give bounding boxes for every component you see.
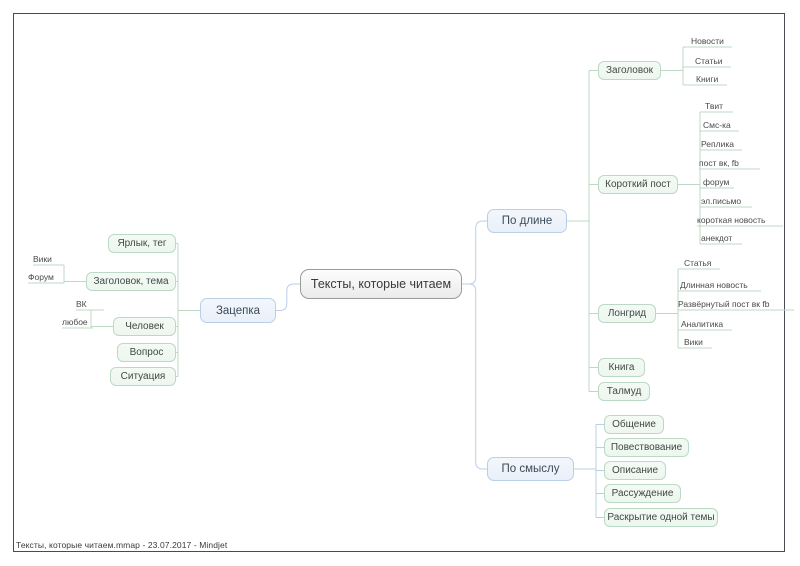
- branch-node-2[interactable]: По смыслу: [487, 457, 574, 481]
- leafnode-1-1-5[interactable]: эл.письмо: [701, 195, 752, 207]
- leafnode-1-2-2[interactable]: Развёрнутый пост вк fb: [678, 298, 794, 310]
- node-label: Заголовок: [605, 65, 654, 76]
- subnode-1-0[interactable]: Заголовок: [598, 61, 661, 80]
- node-label: Книги: [696, 74, 719, 84]
- node-label: По длине: [501, 215, 553, 227]
- node-label: Зацепка: [215, 304, 261, 317]
- leafnode-1-2-3[interactable]: Аналитика: [681, 318, 732, 330]
- subnode-1-1[interactable]: Короткий пост: [598, 175, 678, 194]
- leafnode-0-1-1[interactable]: Форум: [28, 271, 59, 283]
- node-label: эл.письмо: [701, 196, 742, 206]
- node-label: пост вк, fb: [699, 158, 739, 168]
- leafnode-1-2-4[interactable]: Вики: [684, 336, 712, 348]
- subnode-1-4[interactable]: Талмуд: [598, 382, 650, 401]
- root-node[interactable]: Тексты, которые читаем: [300, 269, 462, 299]
- subnode-1-3[interactable]: Книга: [598, 358, 645, 377]
- node-label: Тексты, которые читаем: [310, 277, 452, 291]
- node-label: Рассуждение: [611, 488, 674, 499]
- branch-node-0[interactable]: Зацепка: [200, 298, 276, 323]
- leafnode-1-1-3[interactable]: пост вк, fb: [699, 157, 760, 169]
- node-label: Короткий пост: [605, 179, 671, 190]
- node-label: короткая новость: [697, 215, 766, 225]
- node-label: Заголовок, тема: [93, 276, 169, 287]
- node-label: Статьи: [695, 56, 723, 66]
- node-label: Вопрос: [129, 347, 164, 358]
- node-label: Вики: [33, 254, 52, 264]
- leafnode-1-1-7[interactable]: анекдот: [701, 232, 742, 244]
- node-label: Лонгрид: [607, 308, 647, 319]
- leafnode-1-2-1[interactable]: Длинная новость: [680, 279, 761, 291]
- node-label: Вики: [684, 337, 703, 347]
- leafnode-1-1-0[interactable]: Твит: [705, 100, 733, 112]
- node-label: Смс-ка: [703, 120, 731, 130]
- node-label: Аналитика: [681, 319, 724, 329]
- leafnode-1-1-1[interactable]: Смс-ка: [703, 119, 739, 131]
- leafnode-0-1-0[interactable]: Вики: [33, 253, 61, 265]
- node-label: Статья: [684, 258, 712, 268]
- subnode-2-4[interactable]: Раскрытие одной темы: [604, 508, 718, 527]
- subnode-1-2[interactable]: Лонгрид: [598, 304, 656, 323]
- leafnode-0-2-1[interactable]: любое: [62, 316, 93, 328]
- node-label: любое: [62, 317, 88, 327]
- node-label: По смыслу: [501, 463, 560, 475]
- subnode-2-1[interactable]: Повествование: [604, 438, 689, 457]
- subnode-0-0[interactable]: Ярлык, тег: [108, 234, 176, 253]
- leafnode-1-1-2[interactable]: Реплика: [701, 138, 742, 150]
- subnode-2-0[interactable]: Общение: [604, 415, 664, 434]
- node-label: Человек: [125, 321, 164, 332]
- leafnode-1-2-0[interactable]: Статья: [684, 257, 720, 269]
- node-label: Книга: [608, 362, 635, 373]
- node-label: Раскрытие одной темы: [607, 512, 715, 523]
- node-label: Описание: [612, 465, 659, 476]
- branch-node-1[interactable]: По длине: [487, 209, 567, 233]
- node-label: форум: [703, 177, 730, 187]
- node-label: Длинная новость: [680, 280, 748, 290]
- node-label: Общение: [612, 419, 656, 430]
- node-label: Талмуд: [606, 386, 642, 397]
- node-label: Форум: [28, 272, 54, 282]
- subnode-0-4[interactable]: Ситуация: [110, 367, 176, 386]
- node-label: Твит: [705, 101, 723, 111]
- node-label: анекдот: [701, 233, 733, 243]
- leafnode-1-0-0[interactable]: Новости: [691, 35, 732, 47]
- document-footer: Тексты, которые читаем.mmap - 23.07.2017…: [16, 540, 228, 550]
- subnode-2-3[interactable]: Рассуждение: [604, 484, 681, 503]
- leafnode-1-1-6[interactable]: короткая новость: [697, 214, 783, 226]
- node-label: Развёрнутый пост вк fb: [678, 299, 770, 309]
- subnode-0-2[interactable]: Человек: [113, 317, 176, 336]
- node-label: Ситуация: [120, 371, 166, 382]
- subnode-2-2[interactable]: Описание: [604, 461, 666, 480]
- leafnode-1-0-1[interactable]: Статьи: [695, 55, 731, 67]
- node-label: Ярлык, тег: [117, 238, 167, 249]
- leafnode-1-0-2[interactable]: Книги: [696, 73, 727, 85]
- node-label: Повествование: [610, 442, 683, 453]
- node-label: Реплика: [701, 139, 734, 149]
- subnode-0-1[interactable]: Заголовок, тема: [86, 272, 176, 291]
- leafnode-0-2-0[interactable]: ВК: [76, 298, 104, 310]
- node-label: ВК: [76, 299, 87, 309]
- node-label: Новости: [691, 36, 724, 46]
- subnode-0-3[interactable]: Вопрос: [117, 343, 176, 362]
- leafnode-1-1-4[interactable]: форум: [703, 176, 734, 188]
